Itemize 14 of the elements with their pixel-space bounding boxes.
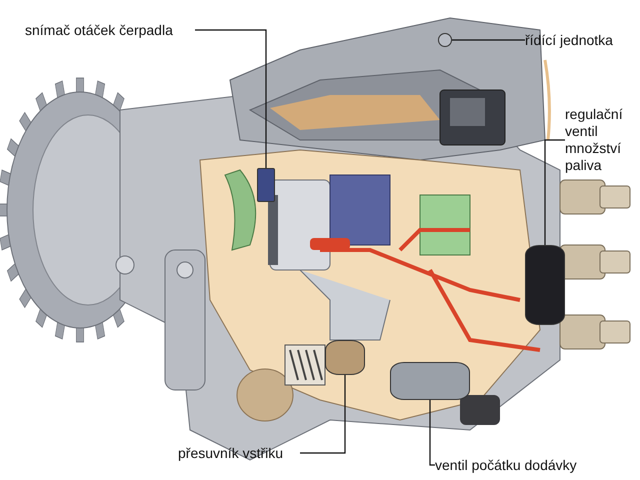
part-label: ventil počátku dodávky (435, 456, 595, 474)
part-label: regulační ventil množství paliva (565, 106, 637, 174)
leader-line (300, 375, 346, 454)
leader-line (544, 139, 565, 245)
valve-part (390, 362, 470, 400)
part-label: řídící jednotka (525, 31, 637, 49)
sensor-part (257, 168, 275, 202)
leader-line (429, 400, 435, 466)
valve-part (325, 340, 365, 375)
valve-part (525, 245, 565, 325)
leader-line (452, 39, 525, 41)
part-label: přesuvník vstřiku (178, 444, 300, 462)
part-label: snímač otáček čerpadla (25, 21, 195, 39)
leader-line (195, 29, 267, 168)
